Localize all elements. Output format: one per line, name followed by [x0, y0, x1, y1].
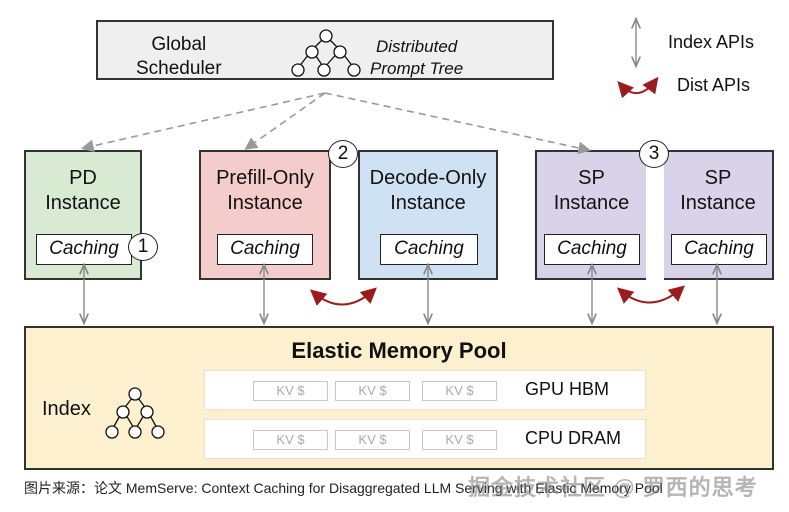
sp1-instance-title-line2: Instance [553, 192, 630, 214]
elastic-memory-pool: Elastic Memory Pool Index KV $ KV $ KV $… [24, 326, 774, 470]
prompt-tree-label-line1: Distributed [375, 37, 458, 56]
kv-block: KV $ [335, 430, 410, 450]
legend-dist-arrow-icon [617, 76, 659, 99]
sp2-instance-title-line1: SP [704, 167, 732, 189]
legend-dist-apis: Dist APIs [677, 75, 751, 95]
memory-pool-title: Elastic Memory Pool [291, 338, 507, 363]
sp1-instance-title: SP Instance [537, 166, 646, 216]
pd-instance: PD Instance Caching [24, 150, 142, 280]
sp1-caching-module: Caching [544, 234, 640, 265]
scheduler-title: Global Scheduler [136, 33, 222, 81]
index-tree-icon [105, 387, 165, 439]
prompt-tree-icon [291, 29, 361, 77]
scheduler-title-line2: Scheduler [136, 58, 222, 79]
dispatch-arrow-pd [80, 92, 326, 153]
pd-caching-module: Caching [36, 234, 132, 265]
tier-label-cpu-dram: CPU DRAM [525, 428, 622, 448]
prompt-tree-label: Distributed Prompt Tree [370, 36, 463, 80]
tier-cpu-dram: KV $ KV $ KV $ CPU DRAM [204, 419, 646, 459]
dispatch-arrow-prefill [244, 92, 326, 150]
sp2-caching-module: Caching [671, 234, 767, 265]
kv-block: KV $ [253, 381, 328, 401]
dispatch-arrow-sp [324, 92, 592, 155]
decode-instance-title: Decode-Only Instance [360, 166, 496, 216]
sp-gap [646, 160, 664, 280]
dist-arrow-sp-sp [616, 285, 686, 304]
tier-label-gpu-hbm: GPU HBM [525, 379, 610, 399]
scheduler-title-line1: Global [151, 34, 207, 55]
kv-block: KV $ [335, 381, 410, 401]
sp1-instance-title-line1: SP [578, 167, 605, 189]
prefill-instance-title: Prefill-Only Instance [201, 166, 329, 216]
decode-instance-title-line1: Decode-Only [369, 167, 487, 189]
badge-1: 1 [128, 233, 158, 261]
sp2-instance-title: SP Instance [664, 166, 772, 216]
global-scheduler-box: Global Scheduler Distributed Prompt Tree [96, 20, 554, 80]
kv-block: KV $ [422, 430, 497, 450]
decode-caching-module: Caching [380, 234, 478, 265]
pd-instance-title-line1: PD [69, 167, 97, 189]
dist-arrow-prefill-decode [309, 287, 377, 306]
legend-index-apis: Index APIs [668, 32, 755, 52]
pd-instance-title-line2: Instance [45, 192, 121, 214]
sp2-instance-title-line2: Instance [680, 192, 756, 214]
pd-instance-title: PD Instance [26, 166, 140, 216]
decode-only-instance: Decode-Only Instance Caching [358, 150, 498, 280]
watermark: 掘金技术社区 @ 罗西的思考 [468, 475, 758, 500]
prefill-instance-title-line1: Prefill-Only [216, 167, 314, 189]
sp-instance-1: SP Instance Caching [535, 150, 648, 280]
index-label: Index [42, 398, 91, 420]
kv-block: KV $ [422, 381, 497, 401]
prefill-caching-module: Caching [217, 234, 313, 265]
prompt-tree-label-line2: Prompt Tree [370, 59, 464, 78]
kv-block: KV $ [253, 430, 328, 450]
tier-gpu-hbm: KV $ KV $ KV $ GPU HBM [204, 370, 646, 410]
badge-3: 3 [639, 140, 669, 168]
prefill-only-instance: Prefill-Only Instance Caching [199, 150, 331, 280]
prefill-instance-title-line2: Instance [227, 192, 303, 214]
sp-instance-2: SP Instance Caching [662, 150, 774, 280]
badge-2: 2 [328, 140, 358, 168]
decode-instance-title-line2: Instance [390, 192, 466, 214]
figure-caption: 图片来源：论文 MemServe: Context Caching for Di… [24, 480, 663, 496]
